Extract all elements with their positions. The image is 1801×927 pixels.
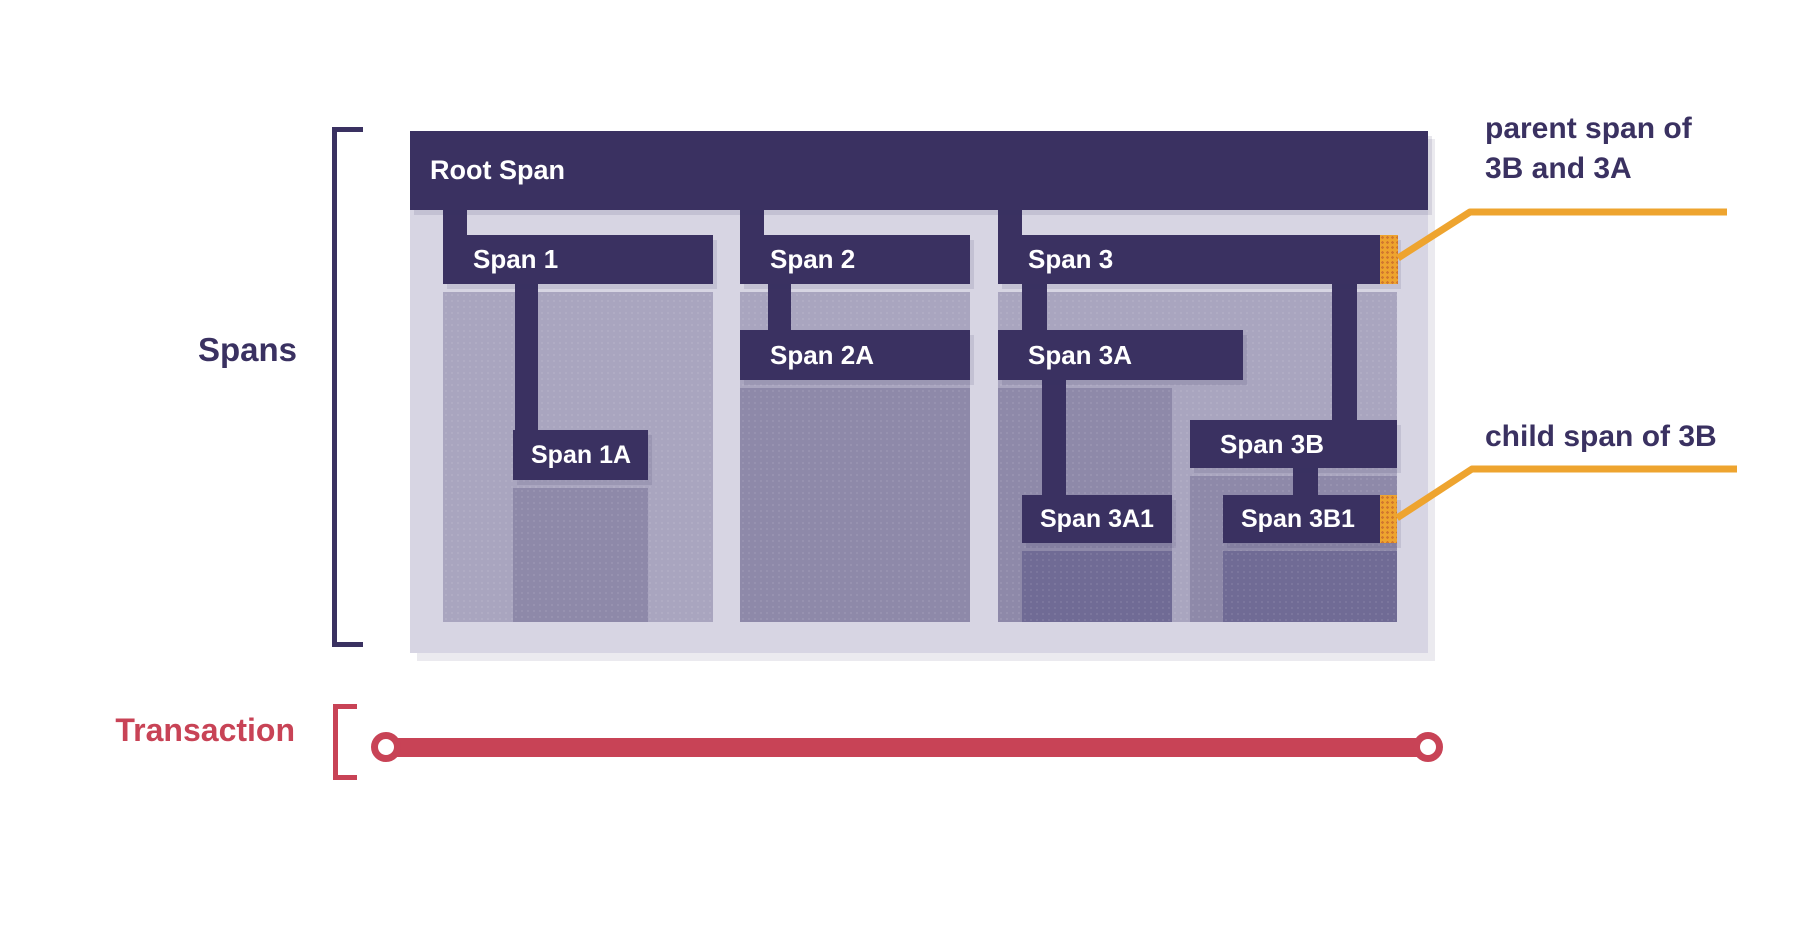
callout-line-child-span — [1395, 465, 1737, 521]
transaction-timeline — [386, 738, 1428, 757]
span-bar-span3a: Span 3A — [998, 330, 1243, 380]
connector-span3-to-span3a — [1022, 282, 1047, 332]
annotation-child-span: child span of 3B — [1485, 420, 1717, 453]
connector-root-to-span3 — [998, 208, 1022, 238]
span-bar-span2a: Span 2A — [740, 330, 970, 380]
spans-label: Spans — [197, 331, 297, 368]
span-bar-root-label: Root Span — [430, 155, 565, 185]
highlight-marker-span3b1-end — [1380, 495, 1397, 543]
span-bar-span3-label: Span 3 — [1028, 244, 1114, 274]
callout-line-parent-span — [1396, 208, 1727, 261]
span-bar-span3a1: Span 3A1 — [1022, 495, 1172, 543]
span-bar-span2a-label: Span 2A — [770, 339, 875, 370]
connector-root-to-span2 — [740, 208, 764, 238]
transaction-bracket — [333, 704, 357, 780]
timeline-start-circle — [371, 732, 401, 762]
duration-region-span3a1 — [1022, 551, 1172, 622]
connector-span3b-to-span3b1 — [1293, 465, 1318, 497]
span-bar-span1a-label: Span 1A — [531, 440, 632, 469]
connector-span3a-to-span3a1 — [1042, 378, 1066, 497]
span-bar-span2-label: Span 2 — [770, 244, 856, 274]
duration-region-span2a — [740, 388, 970, 622]
duration-region-span3b1 — [1223, 551, 1397, 622]
span-bar-span1a: Span 1A — [513, 430, 648, 480]
span-bar-span3a1-label: Span 3A1 — [1040, 504, 1154, 533]
span-bar-span1-label: Span 1 — [473, 244, 559, 274]
span-bar-root: Root Span — [410, 131, 1428, 210]
span-bar-span2: Span 2 — [740, 235, 970, 284]
timeline-end-circle — [1413, 732, 1443, 762]
connector-span2-to-span2a — [768, 282, 791, 332]
annotation-parent-span: parent span of 3B and 3A — [1485, 112, 1692, 185]
duration-region-span1a — [513, 488, 648, 622]
connector-root-to-span1 — [443, 208, 467, 238]
transaction-label: Transaction — [115, 712, 295, 748]
spans-bracket — [332, 127, 363, 647]
span-bar-span3: Span 3 — [998, 235, 1397, 284]
span-bar-span1: Span 1 — [443, 235, 713, 284]
connector-span3-to-span3b — [1332, 282, 1357, 422]
highlight-marker-span3-end — [1380, 235, 1398, 284]
connector-span1-to-span1a — [515, 282, 538, 432]
span-bar-span3a-label: Span 3A — [1028, 339, 1133, 370]
span-bar-span3b-label: Span 3B — [1220, 428, 1325, 459]
span-bar-span3b: Span 3B — [1190, 420, 1397, 468]
span-bar-span3b1-label: Span 3B1 — [1241, 504, 1355, 533]
span-bar-span3b1: Span 3B1 — [1223, 495, 1397, 543]
